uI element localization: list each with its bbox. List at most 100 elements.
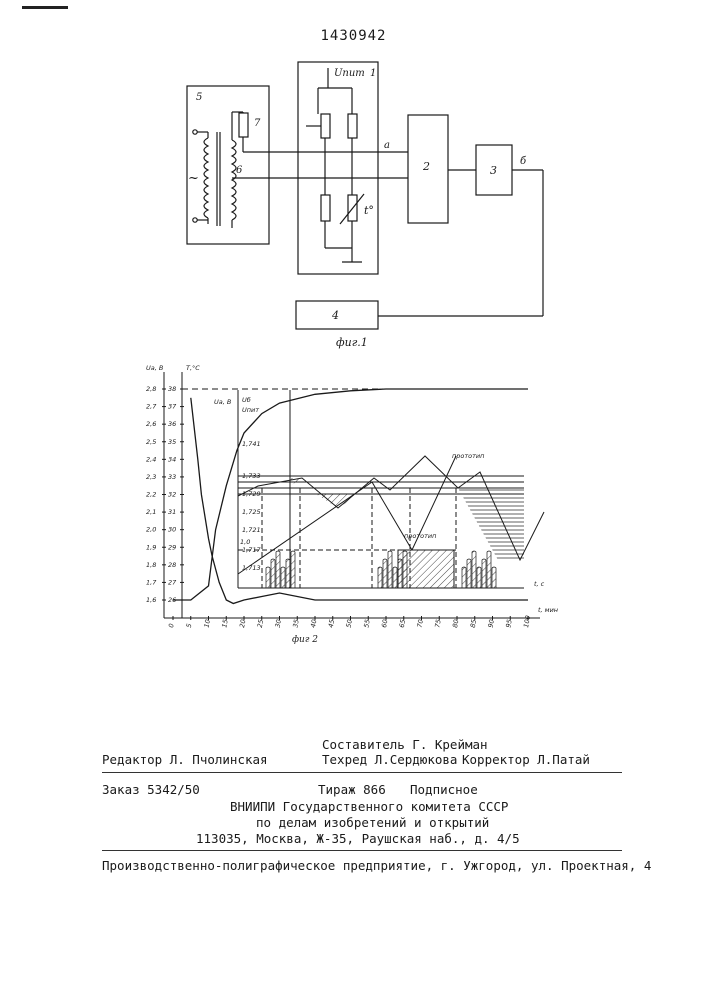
x-tick-label: 10 [203, 619, 212, 629]
pulse-bar [462, 567, 466, 588]
t-tick-label: 38 [168, 385, 176, 393]
inset-ticks-group: 1,7411,7331,7291,7251,7211,7171,713 [242, 440, 261, 572]
inset-tick-label: 1,725 [242, 508, 261, 516]
x-tick-label: 60 [380, 619, 389, 629]
inset-right-title-1: Uб [242, 396, 251, 404]
org-line-2: по делам изобретений и открытий [256, 815, 489, 830]
pulse-bar [487, 551, 491, 588]
block-5-label: 5 [196, 92, 202, 103]
x-tick-label: 100 [522, 615, 532, 629]
figure-2-graph: Uа, В Т,°С t, мин фиг 2 2,82,72,62,52,42… [0, 360, 707, 660]
terminal-top [193, 130, 197, 134]
x-tick-label: 5 [185, 623, 194, 628]
resistor-lower-left [321, 195, 330, 221]
u-tick-label: 2,2 [146, 491, 156, 499]
org-line-1: ВНИИПИ Государственного комитета СССР [230, 799, 508, 814]
block-1 [298, 62, 378, 274]
t-tick-label: 37 [168, 403, 177, 411]
x-tick-label: 25 [256, 619, 265, 629]
corrector-line: Корректор Л.Патай [462, 752, 590, 767]
prototype-label-top: прототип [452, 452, 484, 460]
compiler-line: Составитель Г. Крейман [322, 737, 488, 752]
inset-tick-label: 1,741 [242, 440, 261, 448]
pulse-bar [281, 567, 285, 588]
winding-6-label: 6 [236, 165, 243, 176]
x-tick-label: 65 [398, 619, 407, 629]
pulse-bar [291, 551, 295, 588]
thermistor-label: t° [364, 204, 374, 217]
x-tick-label: 40 [309, 619, 318, 629]
x-tick-label: 75 [433, 619, 442, 629]
node-b-label: б [520, 156, 527, 167]
u-tick-label: 1,6 [146, 596, 156, 604]
u-axis-title: Uа, В [146, 364, 164, 372]
printer-line: Производственно-полиграфическое предприя… [102, 858, 651, 873]
x-tick-label: 50 [345, 619, 354, 629]
block-1-label: 1 [370, 68, 376, 79]
inset-left-title: Uа, В [214, 398, 232, 406]
supply-label: Uпит [334, 68, 365, 79]
hatch-region-3 [458, 488, 524, 560]
u-tick-label: 2,4 [146, 455, 156, 463]
x-tick-label: 95 [504, 619, 513, 629]
pulse-bar [403, 551, 407, 588]
u-tick-label: 1,8 [146, 561, 156, 569]
pulse-bar [492, 567, 496, 588]
figure-1-caption: фиг.1 [336, 336, 368, 349]
block-4-label: 4 [331, 309, 339, 322]
x-axis-title: t, мин [538, 606, 558, 614]
footer-rule-1 [102, 772, 622, 773]
u-tick-label: 2,0 [146, 526, 156, 534]
pulse-bar [472, 551, 476, 588]
editor-line: Редактор Л. Пчолинская [102, 752, 268, 767]
u-tick-label: 2,5 [146, 438, 156, 446]
terminal-bottom [193, 218, 197, 222]
x-tick-label: 70 [416, 619, 425, 629]
u-tick-label: 2,7 [146, 403, 157, 411]
x-tick-label: 35 [291, 619, 300, 629]
resistor-upper-left [321, 114, 330, 138]
ac-source-symbol: ~ [188, 171, 199, 186]
x-tick-label: 30 [274, 619, 283, 629]
subscription-line: Подписное [410, 782, 478, 797]
t-tick-label: 29 [168, 543, 176, 551]
u-tick-label: 2,1 [146, 508, 156, 516]
inset-right-title-2: Uпит [242, 406, 259, 414]
x-ticks-group: 0510152025303540455055606570758085909510… [167, 615, 532, 629]
u-tick-label: 1,9 [146, 543, 156, 551]
u-ticks-group: 2,82,72,62,52,42,32,22,12,01,91,81,71,6 [146, 385, 166, 604]
techred-line: Техред Л.Сердюкова [322, 752, 457, 767]
t-tick-label: 27 [168, 578, 177, 586]
inset-1-0-label: 1,0 [240, 538, 250, 546]
pulse-bar [383, 559, 387, 588]
t-tick-label: 31 [168, 508, 176, 516]
address-line: 113035, Москва, Ж-35, Раушская наб., д. … [196, 831, 520, 846]
t-tick-label: 34 [168, 455, 176, 463]
transformer-secondary [232, 140, 236, 220]
x-tick-label: 55 [362, 619, 371, 629]
pulse-bar [482, 559, 486, 588]
t-tick-label: 36 [168, 420, 176, 428]
block-2-label: 2 [422, 160, 430, 173]
node-a-label: а [384, 140, 390, 151]
pulse-bar [467, 559, 471, 588]
t-tick-label: 33 [168, 473, 176, 481]
circulation-line: Тираж 866 [318, 782, 386, 797]
t-tick-label: 35 [168, 438, 176, 446]
x-tick-label: 90 [487, 619, 496, 629]
x-tick-label: 80 [451, 619, 460, 629]
u-tick-label: 1,7 [146, 578, 157, 586]
pulse-bar [266, 567, 270, 588]
order-line: Заказ 5342/50 [102, 782, 200, 797]
x-tick-label: 20 [238, 619, 247, 629]
figure-1-circuit: 5 ~ 7 6 1 Uпит [0, 0, 707, 360]
pulse-bar [286, 559, 290, 588]
inset-plot: Uа, В Uб Uпит t, с 1,0 1,7411,7331,7291,… [214, 390, 545, 588]
pulse-bar [276, 551, 280, 588]
u-tick-label: 2,6 [146, 420, 156, 428]
resistor-upper-right [348, 114, 357, 138]
prototype-label-mid: прототип [404, 532, 436, 540]
u-tick-label: 2,3 [146, 473, 156, 481]
t-tick-label: 30 [168, 526, 176, 534]
hatch-region-2 [316, 494, 360, 508]
